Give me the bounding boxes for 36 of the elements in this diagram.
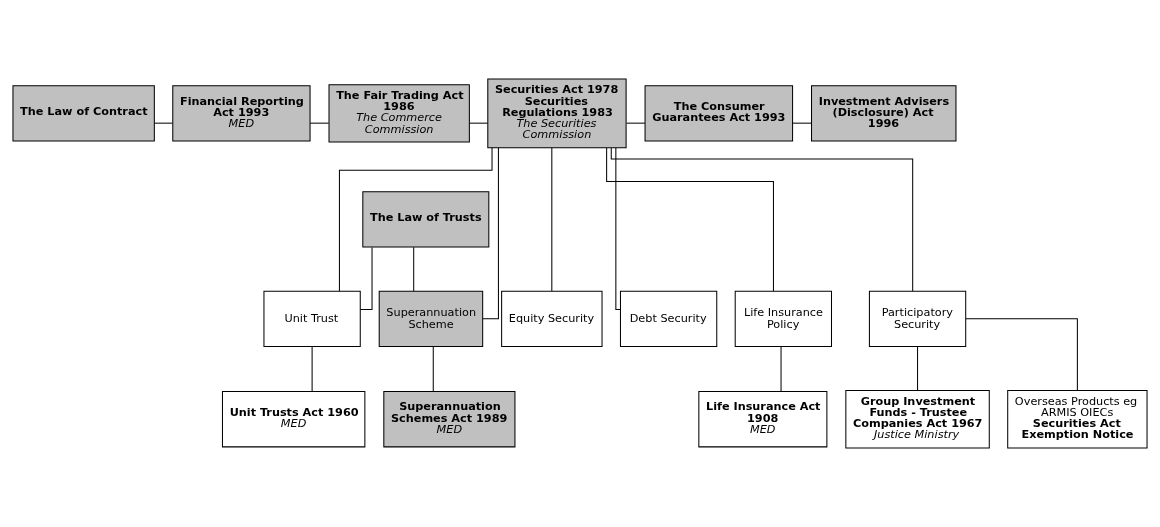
- connector: [792, 122, 812, 124]
- connector: [610, 147, 914, 292]
- node-box: Unit Trust: [263, 290, 361, 347]
- node-box: Investment Advisers (Disclosure) Act 1996: [811, 85, 957, 142]
- node-box: The Law of Trusts: [362, 191, 490, 248]
- node-box: Superannuation Scheme: [378, 290, 484, 347]
- node-box: Participatory Security: [868, 290, 967, 347]
- node-box: Superannuation Schemes Act 1989 MED: [383, 391, 516, 448]
- connector: [359, 246, 373, 311]
- connector: [482, 147, 499, 320]
- node-box: Life Insurance Act 1908 MED: [698, 391, 828, 448]
- connector: [606, 147, 774, 292]
- node-box: Equity Security: [501, 290, 603, 347]
- node-box: Unit Trusts Act 1960 MED: [221, 391, 366, 448]
- node-box: The Consumer Guarantees Act 1993: [644, 85, 794, 142]
- connector: [469, 122, 489, 124]
- connector: [626, 122, 646, 124]
- node-box: Life Insurance Policy: [734, 290, 832, 347]
- connector: [551, 147, 553, 292]
- connector: [309, 122, 330, 124]
- connector: [917, 346, 919, 391]
- node-box: The Law of Contract: [12, 85, 155, 142]
- node-box: Securities Act 1978 Securities Regulations 1983 The Securities Commission: [487, 78, 627, 149]
- connector: [413, 246, 415, 292]
- connector: [615, 147, 621, 311]
- connector: [432, 346, 434, 392]
- connector: [780, 346, 782, 392]
- node-box: The Fair Trading Act 1986 The Commerce Commission: [328, 84, 470, 143]
- node-box: Overseas Products eg ARMIS OIECs Securities Act Exemption Notice: [1007, 390, 1148, 449]
- connector: [311, 346, 313, 392]
- connector: [965, 318, 1078, 391]
- connector: [154, 122, 173, 124]
- node-box: Financial Reporting Act 1993 MED: [172, 85, 311, 142]
- connector: [338, 147, 493, 292]
- node-box: Debt Security: [619, 290, 718, 347]
- node-box: Group Investment Funds - Trustee Companies Act 1967 Justice Ministry: [845, 390, 990, 449]
